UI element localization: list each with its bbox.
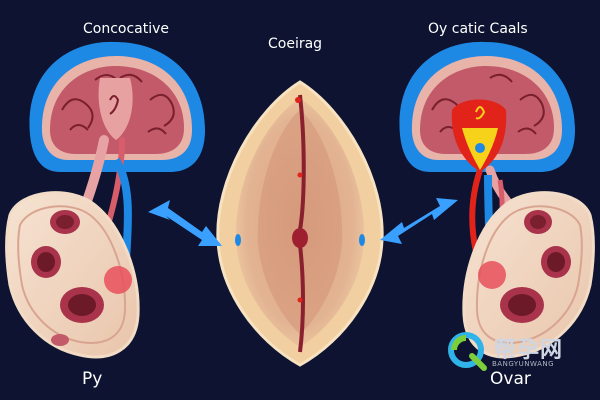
center-uterus	[216, 80, 384, 367]
watermark-logo-icon	[448, 332, 487, 371]
label-bottom-right: Ovar	[490, 369, 531, 389]
label-top-center: Coeirag	[268, 36, 323, 52]
watermark-subtext: BANGYUNWANG	[492, 360, 555, 368]
left-brain-organ	[29, 41, 205, 261]
right-double-arrow	[380, 198, 458, 244]
right-brain-organ	[399, 41, 575, 271]
label-top-left: Concocative	[83, 21, 170, 37]
watermark: 帮孕网 BANGYUNWANG	[446, 330, 586, 374]
label-top-right: Oy catic Caals	[428, 21, 528, 37]
left-ovary	[5, 191, 140, 359]
left-double-arrow	[148, 200, 222, 246]
watermark-text: 帮孕网	[494, 337, 564, 363]
label-bottom-left: Py	[82, 369, 103, 389]
right-ovary	[462, 191, 595, 359]
